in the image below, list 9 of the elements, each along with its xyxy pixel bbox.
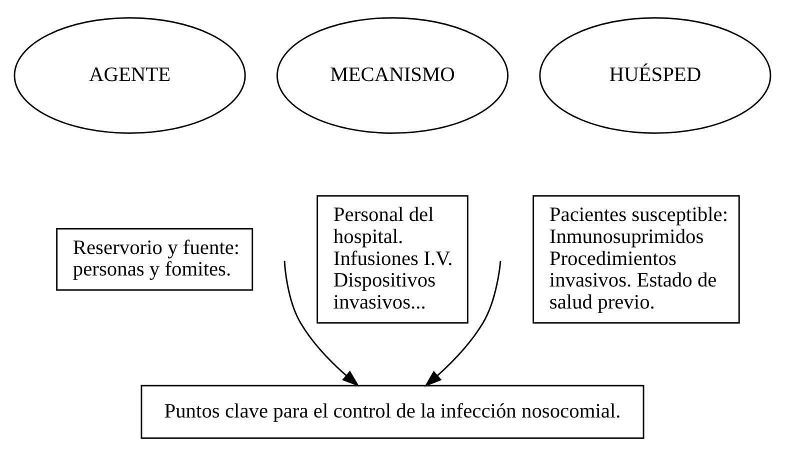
node-box: Puntos clave para el control de la infección nosocomial. bbox=[140, 384, 644, 438]
node-box: Pacientes susceptible: Inmunosuprimidos Procedimientos invasivos. Estado de salud previo. bbox=[532, 194, 740, 324]
node-box: Reservorio y fuente: personas y fomites. bbox=[56, 228, 254, 290]
node-ellipse: AGENTE bbox=[14, 16, 246, 134]
node-ellipse: MECANISMO bbox=[276, 16, 509, 134]
node-box: Personal del hospital. Infusiones I.V. Dispositivos invasivos... bbox=[316, 194, 468, 324]
arrow bbox=[284, 260, 360, 386]
node-ellipse: HUÉSPED bbox=[539, 16, 772, 134]
arrow bbox=[424, 260, 502, 386]
